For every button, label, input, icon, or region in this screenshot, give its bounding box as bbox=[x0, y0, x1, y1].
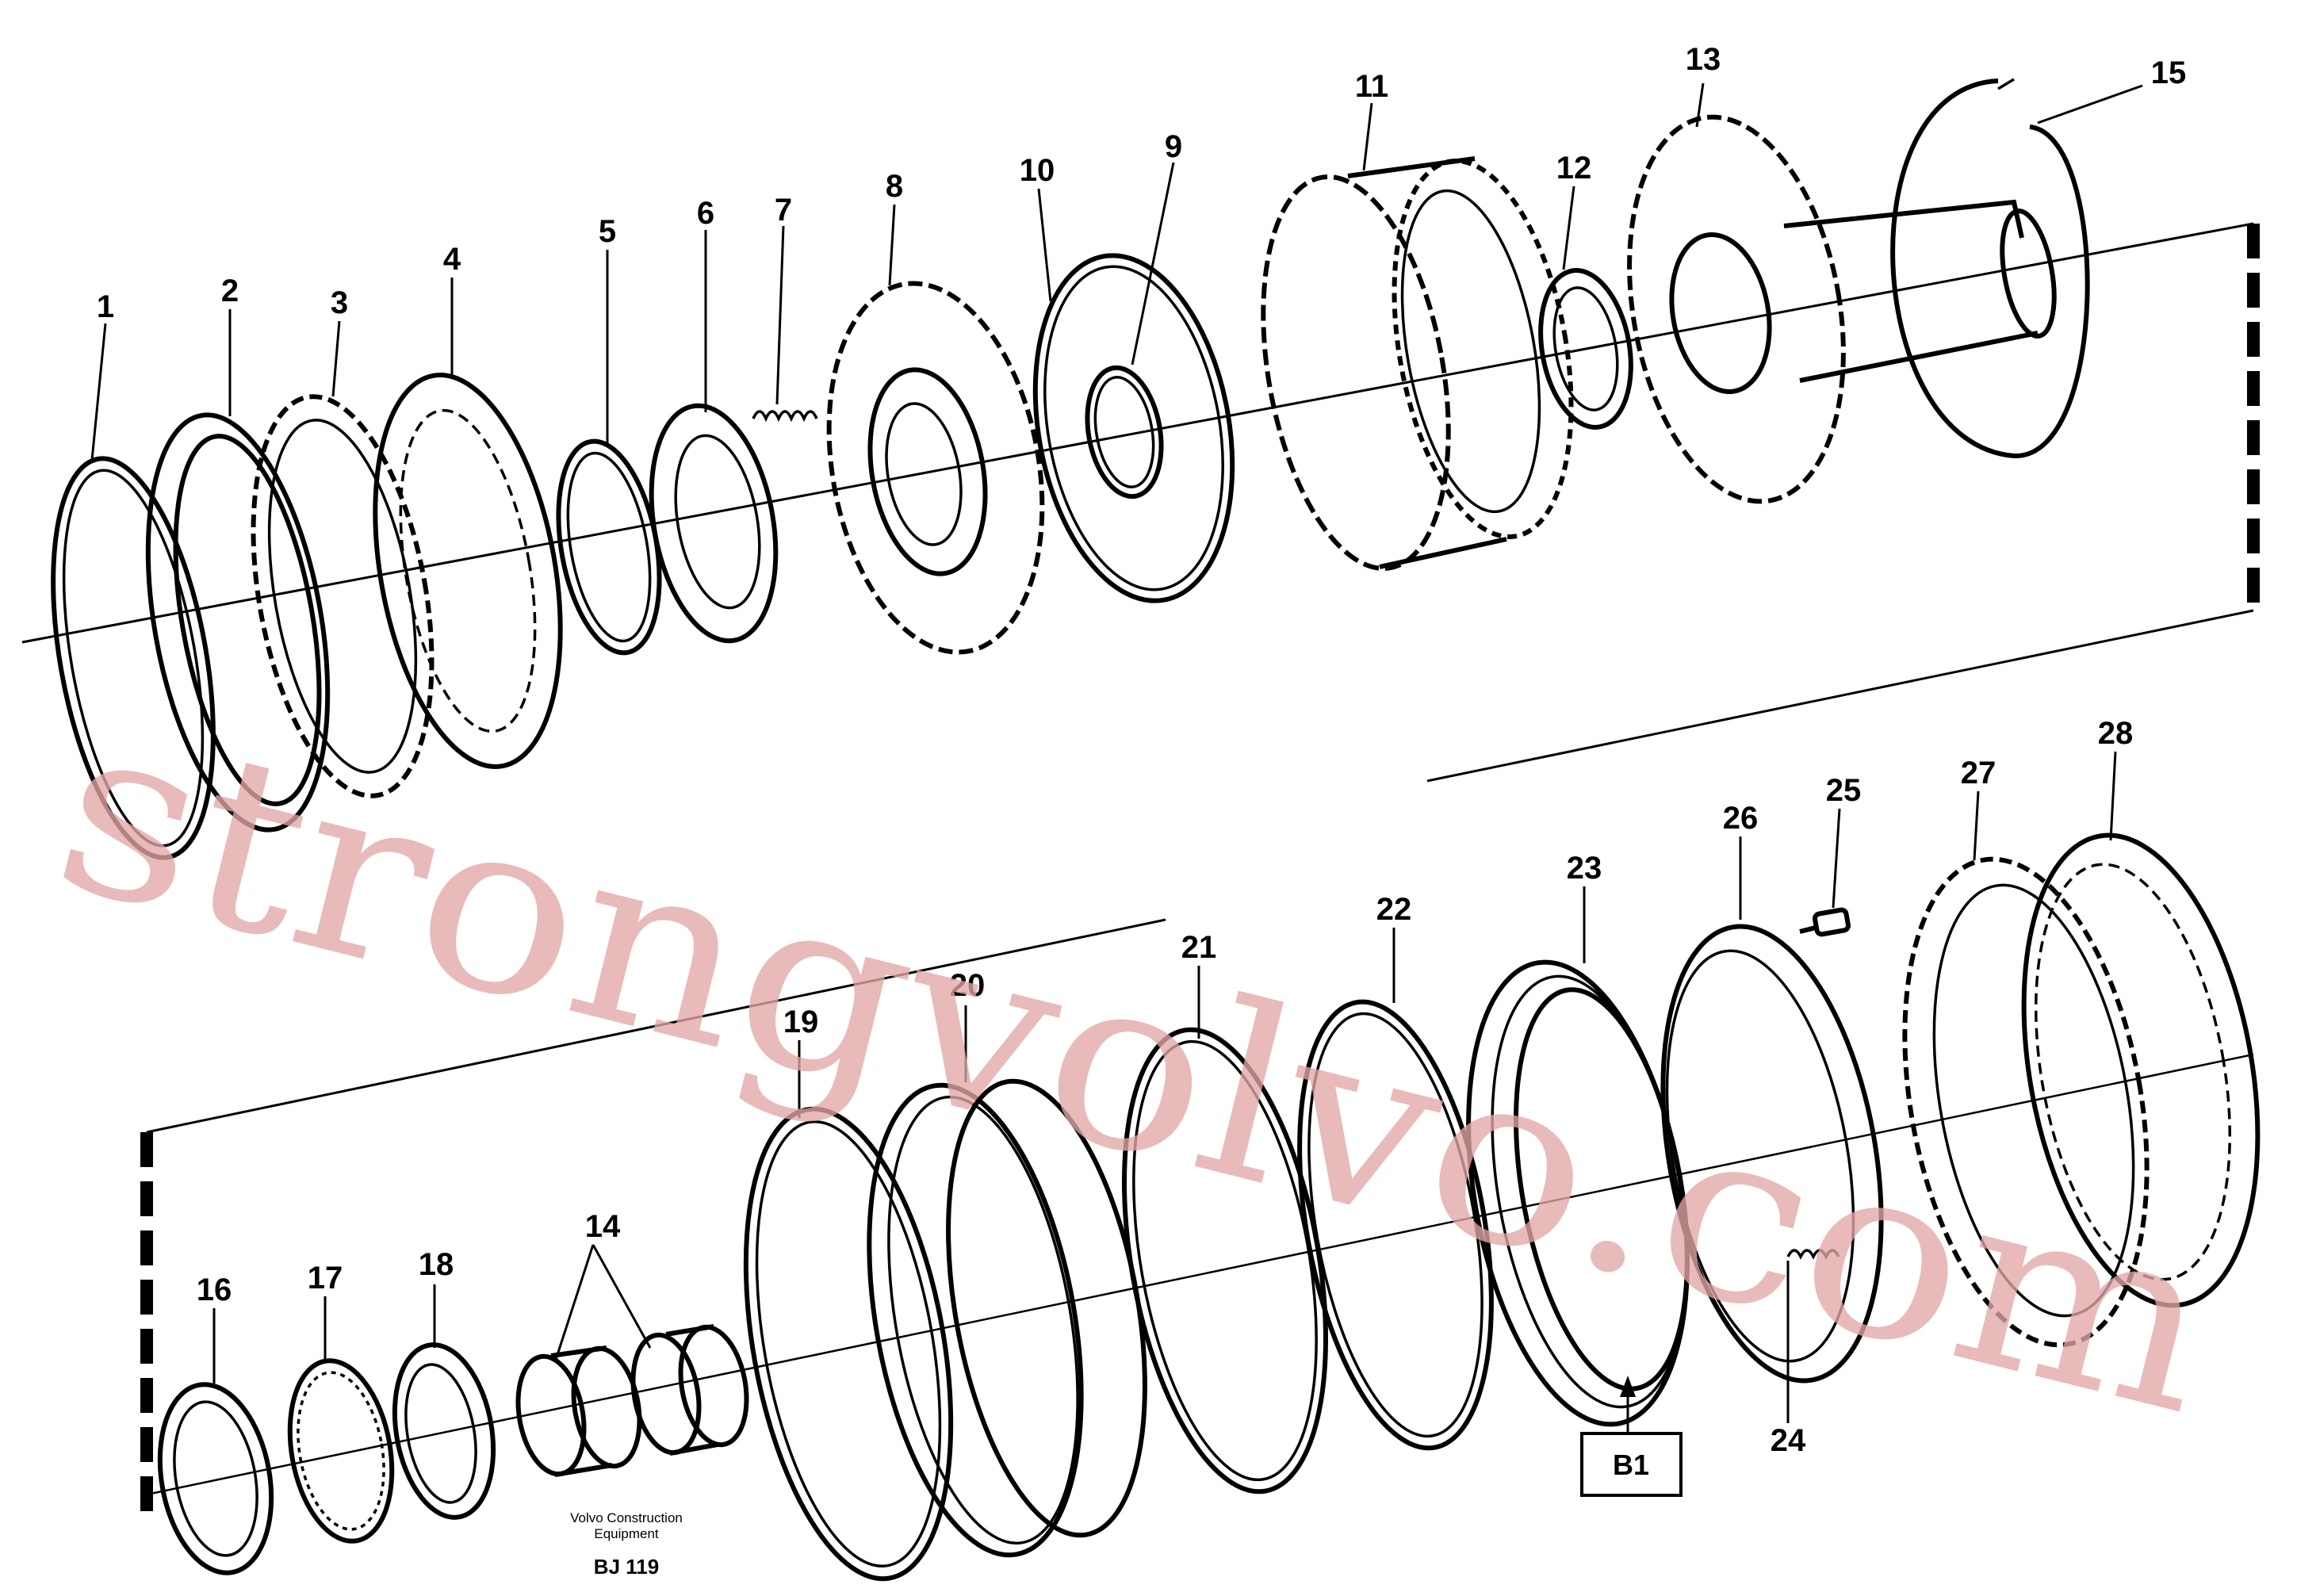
callout-21: 21 bbox=[1181, 930, 1217, 965]
callout-8: 8 bbox=[886, 169, 903, 204]
callout-26: 26 bbox=[1723, 801, 1759, 836]
leader-lines bbox=[90, 82, 2143, 1423]
callout-3: 3 bbox=[331, 285, 348, 320]
b1-label: B1 bbox=[1613, 1449, 1649, 1481]
maker-line-1: Volvo Construction bbox=[570, 1510, 683, 1525]
callout-10: 10 bbox=[1020, 153, 1055, 188]
part-12-bearing bbox=[1538, 268, 1633, 430]
part-23-piston-housing bbox=[1466, 959, 1690, 1427]
part-16-seal bbox=[157, 1382, 274, 1575]
callout-numbers: 1 2 3 4 5 6 7 8 9 10 11 12 13 14 15 16 1… bbox=[97, 42, 2186, 1458]
callout-4: 4 bbox=[443, 242, 461, 277]
watermark-text: strongvolvo.com bbox=[34, 666, 2240, 1468]
part-8-gear-hub bbox=[826, 281, 1045, 655]
callout-12: 12 bbox=[1556, 151, 1592, 186]
part-15-snap-ring bbox=[1890, 78, 2090, 459]
callout-23: 23 bbox=[1567, 851, 1602, 886]
footer-credit: Volvo Construction Equipment BJ 119 bbox=[570, 1510, 683, 1579]
maker-line-2: Equipment bbox=[594, 1526, 659, 1541]
part-25-screw bbox=[1799, 907, 1851, 937]
callout-5: 5 bbox=[599, 214, 616, 249]
part-2-friction-disc bbox=[145, 412, 331, 832]
callout-9: 9 bbox=[1165, 129, 1182, 164]
callout-15: 15 bbox=[2151, 55, 2187, 90]
part-13-carrier-shaft bbox=[1627, 114, 2057, 504]
part-28-friction-disc bbox=[2021, 832, 2261, 1308]
callout-20: 20 bbox=[950, 968, 986, 1003]
callout-11: 11 bbox=[1355, 69, 1388, 104]
callout-7: 7 bbox=[775, 193, 792, 228]
callout-13: 13 bbox=[1686, 42, 1721, 77]
view-marker-b1: B1 bbox=[1580, 1376, 1683, 1497]
callout-28: 28 bbox=[2098, 716, 2134, 751]
callout-22: 22 bbox=[1376, 892, 1412, 927]
callout-6: 6 bbox=[697, 196, 714, 231]
part-1-snap-ring bbox=[51, 456, 216, 860]
part-9-ring bbox=[1085, 365, 1164, 499]
part-3-disc bbox=[251, 394, 435, 798]
part-19-snap-ring bbox=[743, 1106, 954, 1582]
part-6-spring-retainer bbox=[649, 403, 779, 644]
callout-18: 18 bbox=[419, 1247, 454, 1282]
part-14-bushing-b bbox=[630, 1324, 749, 1456]
part-14-bushing-a bbox=[515, 1345, 642, 1477]
callout-2: 2 bbox=[221, 274, 239, 308]
diagram-code: BJ 119 bbox=[594, 1555, 659, 1579]
callout-24: 24 bbox=[1771, 1423, 1806, 1458]
part-4-disc bbox=[373, 373, 563, 769]
part-24-spring bbox=[1786, 1249, 1840, 1260]
part-26-cover-plate bbox=[1660, 924, 1884, 1384]
lower-axis bbox=[146, 1053, 2254, 1496]
callout-14: 14 bbox=[585, 1209, 621, 1244]
callout-17: 17 bbox=[308, 1261, 343, 1296]
callout-27: 27 bbox=[1961, 756, 1996, 790]
callout-19: 19 bbox=[783, 1005, 819, 1039]
callout-1: 1 bbox=[97, 289, 114, 324]
callout-25: 25 bbox=[1826, 773, 1862, 808]
part-11-ring-gear bbox=[1261, 156, 1574, 571]
part-27-steel-disc bbox=[1902, 856, 2150, 1348]
part-7-spring bbox=[752, 410, 818, 423]
part-10-washer bbox=[1032, 253, 1235, 603]
part-18-bearing-race bbox=[392, 1342, 496, 1520]
part-22-seal-ring bbox=[1297, 999, 1494, 1451]
callout-16: 16 bbox=[197, 1273, 232, 1307]
part-17-ring bbox=[287, 1358, 395, 1544]
upper-axis bbox=[21, 222, 2254, 644]
